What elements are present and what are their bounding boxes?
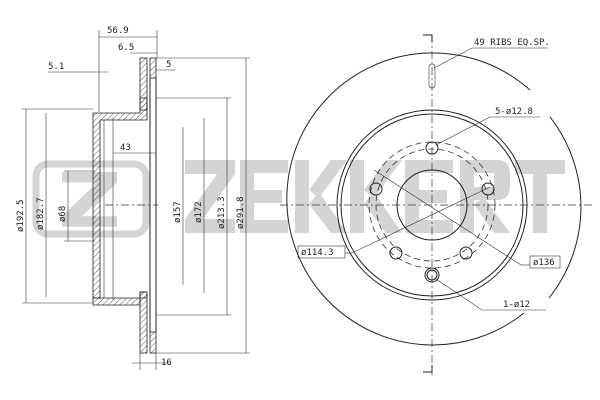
- dim-d-hat-outer: ø192.5: [16, 199, 26, 232]
- dim-rib-offset: 6.5: [118, 43, 134, 53]
- pcd-label: ø114.3: [301, 248, 334, 258]
- locator-hole-note: 1-ø12: [503, 300, 530, 310]
- dim-d-inner-2: ø172: [194, 201, 204, 223]
- dim-d-outer: ø291.8: [236, 196, 246, 229]
- front-view: 49 RIBS EQ.SP. 5-ø12.8 ø114.3 ø136 1-ø12: [280, 34, 592, 375]
- dim-disc-thickness: 16: [161, 358, 172, 368]
- dim-d-friction-inner: ø213.3: [217, 196, 227, 229]
- ring-diameter-label: ø136: [533, 258, 555, 268]
- dim-hat-depth: 43: [120, 143, 131, 153]
- bolt-holes-note: 5-ø12.8: [495, 107, 533, 117]
- ribs-note: 49 RIBS EQ.SP.: [474, 38, 550, 48]
- dim-d-hat-inner: ø182.7: [36, 197, 46, 230]
- zekkert-watermark-logo: [32, 160, 565, 238]
- dim-hat-thickness: 5.1: [48, 62, 64, 72]
- dim-total-height: 56.9: [107, 26, 129, 36]
- dim-plate-thickness: 5: [166, 60, 171, 70]
- side-section-view: 56.9 6.5 5.1 5 43 16 ø192.5 ø182.7 ø68 ø…: [16, 26, 250, 370]
- dim-d-inner-1: ø157: [173, 201, 183, 223]
- dim-d-center-bore: ø68: [58, 206, 68, 222]
